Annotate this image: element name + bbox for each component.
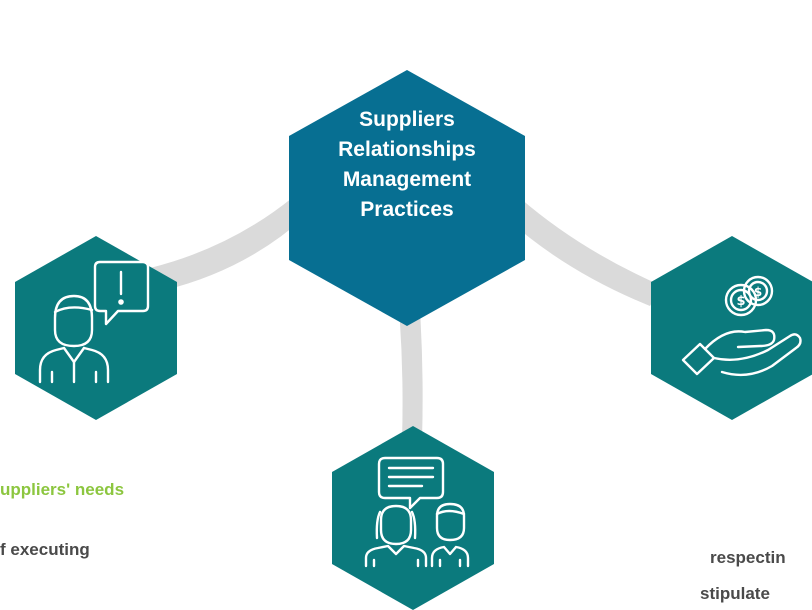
center-title: Suppliers Relationships Management Pract… bbox=[290, 80, 524, 250]
svg-text:$: $ bbox=[736, 294, 745, 309]
center-title-line-4: Practices bbox=[360, 198, 454, 221]
center-title-line-3: Management bbox=[342, 168, 472, 191]
center-title-line-1: Suppliers bbox=[359, 108, 455, 131]
left-caption-green: uppliers' needs bbox=[0, 480, 125, 499]
right-caption-line-1: respectin bbox=[710, 548, 786, 567]
connector-left bbox=[150, 198, 306, 290]
center-title-line-2: Relationships bbox=[338, 138, 476, 161]
two-people-chat-icon bbox=[364, 456, 470, 568]
connector-right bbox=[506, 198, 662, 306]
svg-text:$: $ bbox=[754, 285, 762, 299]
right-hexagon bbox=[651, 236, 812, 420]
center-hexagon bbox=[289, 70, 525, 326]
right-caption-line-2: stipulate bbox=[700, 584, 770, 603]
left-caption-dark: f executing bbox=[0, 540, 90, 559]
left-hexagon bbox=[15, 236, 177, 420]
person-alert-speech-icon bbox=[38, 260, 150, 384]
hand-coins-icon: $ $ bbox=[681, 275, 802, 377]
